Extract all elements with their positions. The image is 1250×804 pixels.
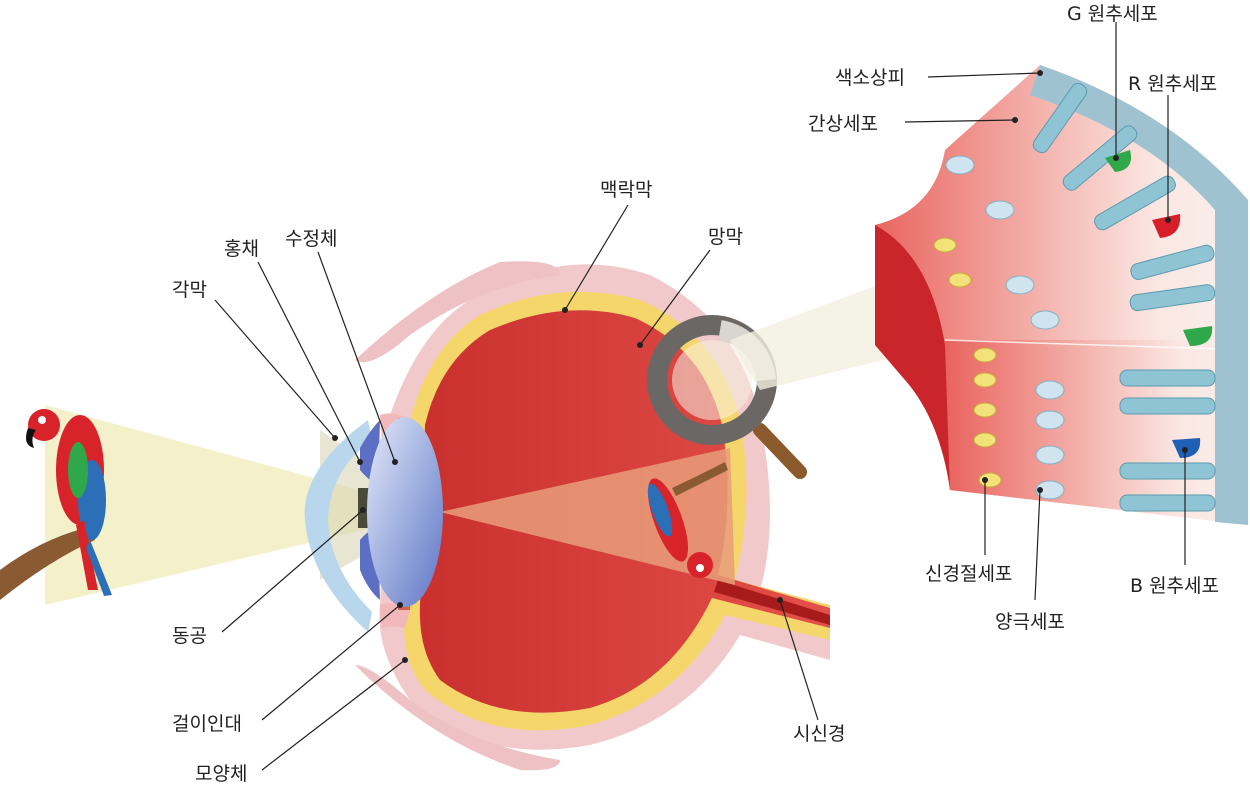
label-b-cone: B 원추세포 [1130, 575, 1219, 597]
label-lens: 수정체 [285, 228, 337, 250]
label-optic-nerve: 시신경 [793, 723, 845, 745]
label-pupil: 동공 [172, 625, 207, 647]
label-pigment-epithelium: 색소상피 [835, 67, 905, 89]
label-zonule: 걸이인대 [172, 713, 242, 735]
label-retina: 망막 [708, 226, 743, 248]
lens [367, 417, 443, 607]
label-bipolar-cell: 양극세포 [995, 611, 1065, 633]
label-ciliary-body: 모양체 [195, 763, 247, 785]
label-rod-cell: 간상세포 [808, 113, 878, 135]
label-choroid: 맥락막 [600, 179, 652, 201]
label-cornea: 각막 [172, 279, 207, 301]
label-r-cone: R 원추세포 [1128, 73, 1217, 95]
label-ganglion-cell: 신경절세포 [925, 563, 1012, 585]
label-iris: 홍채 [224, 238, 259, 260]
label-g-cone: G 원추세포 [1067, 3, 1158, 25]
